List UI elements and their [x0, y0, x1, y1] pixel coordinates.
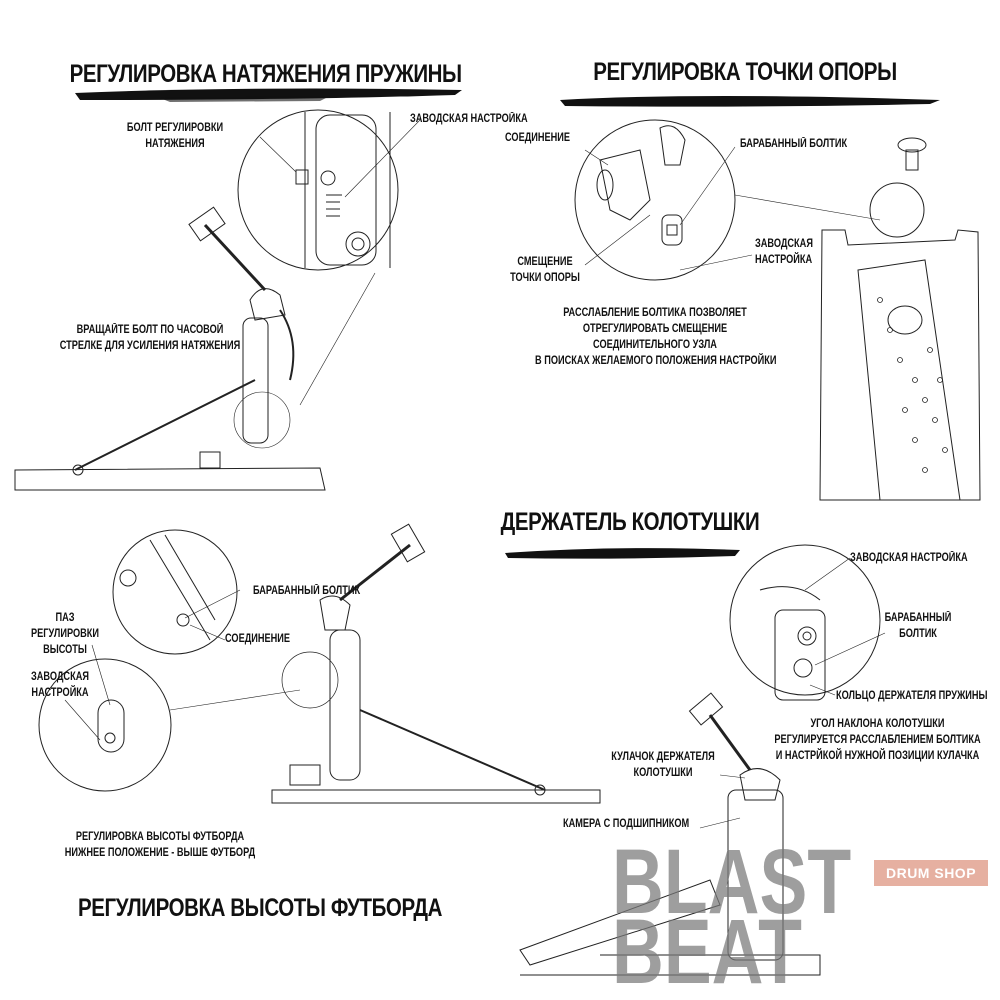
label-line: ПАЗ — [55, 612, 75, 624]
label-line: ТОЧКИ ОПОРЫ — [510, 272, 580, 284]
label-line: СОЕДИНИТЕЛЬНОГО УЗЛА — [593, 339, 717, 351]
label-line: РАССЛАБЛЕНИЕ БОЛТИКА ПОЗВОЛЯЕТ — [563, 307, 747, 319]
label-beater-cam: КУЛАЧОК ДЕРЖАТЕЛЯ КОЛОТУШКИ — [611, 749, 715, 781]
label-factory-setting: ЗАВОДСКАЯ НАСТРОЙКА — [410, 113, 528, 125]
label-factory-setting-4: ЗАВОДСКАЯ НАСТРОЙКА — [850, 552, 968, 564]
label-line: СТРЕЛКЕ ДЛЯ УСИЛЕНИЯ НАТЯЖЕНИЯ — [59, 340, 241, 352]
label-line: НАСТРОЙКА — [755, 254, 813, 266]
label-line: СМЕЩЕНИЕ — [517, 256, 573, 268]
label-line: В ПОИСКАХ ЖЕЛАЕМОГО ПОЛОЖЕНИЯ НАСТРОЙКИ — [535, 355, 777, 367]
label-line: РЕГУЛИРОВКА ВЫСОТЫ ФУТБОРДА — [75, 831, 245, 843]
label-line: ВРАЩАЙТЕ БОЛТ ПО ЧАСОВОЙ — [76, 324, 224, 336]
label-line: КУЛАЧОК ДЕРЖАТЕЛЯ — [611, 751, 715, 763]
label-line: РЕГУЛИРУЕТСЯ РАССЛАБЛЕНИЕМ БОЛТИКА — [774, 734, 981, 746]
beater-angle-note: УГОЛ НАКЛОНА КОЛОТУШКИ РЕГУЛИРУЕТСЯ РАСС… — [772, 716, 984, 764]
label-drum-key-bolt-3: БАРАБАННЫЙ БОЛТИК — [253, 585, 361, 597]
label-line: ВЫСОТЫ — [43, 644, 87, 656]
title-beater-holder: ДЕРЖАТЕЛЬ КОЛОТУШКИ — [500, 508, 760, 536]
label-factory-setting-3: ЗАВОДСКАЯ НАСТРОЙКА — [20, 669, 100, 701]
label-tension-bolt: БОЛТ РЕГУЛИРОВКИ НАТЯЖЕНИЯ — [123, 120, 227, 152]
label-pivot-offset: СМЕЩЕНИЕ ТОЧКИ ОПОРЫ — [505, 254, 585, 286]
drum-shop-badge: DRUM SHOP — [874, 860, 988, 886]
footboard-note: РЕГУЛИРОВКА ВЫСОТЫ ФУТБОРДА НИЖНЕЕ ПОЛОЖ… — [48, 829, 272, 861]
label-spring-ring: КОЛЬЦО ДЕРЖАТЕЛЯ ПРУЖИНЫ — [836, 690, 988, 702]
spring-tension-illustration — [14, 109, 421, 491]
label-drum-key-bolt-4: БАРАБАННЫЙ БОЛТИК — [878, 610, 958, 642]
label-line: УГОЛ НАКЛОНА КОЛОТУШКИ — [810, 718, 945, 730]
label-line: НАСТРОЙКА — [31, 687, 89, 699]
brush-stroke-2 — [560, 96, 940, 107]
label-line: НАТЯЖЕНИЯ — [145, 138, 205, 150]
label-drum-key-bolt: БАРАБАННЫЙ БОЛТИК — [740, 138, 848, 150]
label-line: КОЛОТУШКИ — [633, 767, 693, 779]
label-line: БОЛТИК — [899, 628, 937, 640]
label-factory-setting-2: ЗАВОДСКАЯ НАСТРОЙКА — [755, 236, 813, 268]
label-line: БОЛТ РЕГУЛИРОВКИ — [126, 122, 224, 134]
label-line: БАРАБАННЫЙ — [884, 612, 952, 624]
title-spring-tension: РЕГУЛИРОВКА НАТЯЖЕНИЯ ПРУЖИНЫ — [69, 60, 463, 88]
watermark-line-1: BLAST — [612, 831, 852, 933]
label-rotate-hint: ВРАЩАЙТЕ БОЛТ ПО ЧАСОВОЙ СТРЕЛКЕ ДЛЯ УСИ… — [46, 322, 254, 354]
label-line: И НАСТРЙКОЙ НУЖНОЙ ПОЗИЦИИ КУЛАЧКА — [775, 750, 980, 762]
brush-stroke-1 — [75, 88, 462, 102]
beater-holder-illustration — [519, 544, 886, 976]
watermark-line-2: BEAT — [612, 901, 803, 1000]
footboard-height-illustration — [38, 523, 601, 804]
label-joint: СОЕДИНЕНИЕ — [505, 132, 571, 144]
pivot-point-illustration — [574, 119, 981, 501]
label-line: ЗАВОДСКАЯ — [755, 238, 813, 250]
label-joint-3: СОЕДИНЕНИЕ — [225, 633, 291, 645]
label-line: ЗАВОДСКАЯ — [31, 671, 89, 683]
title-footboard-height: РЕГУЛИРОВКА ВЫСОТЫ ФУТБОРДА — [77, 894, 443, 922]
pivot-description: РАССЛАБЛЕНИЕ БОЛТИКА ПОЗВОЛЯЕТ ОТРЕГУЛИР… — [535, 305, 777, 369]
label-line: РЕГУЛИРОВКИ — [31, 628, 99, 640]
label-bearing-cam: КАМЕРА С ПОДШИПНИКОМ — [563, 818, 690, 830]
label-line: НИЖНЕЕ ПОЛОЖЕНИЕ - ВЫШЕ ФУТБОРД — [64, 847, 256, 859]
brush-stroke-3 — [505, 548, 740, 559]
label-height-slot: ПАЗ РЕГУЛИРОВКИ ВЫСОТЫ — [25, 610, 105, 658]
label-line: ОТРЕГУЛИРОВАТЬ СМЕЩЕНИЕ — [582, 323, 728, 335]
title-pivot-point: РЕГУЛИРОВКА ТОЧКИ ОПОРЫ — [593, 58, 897, 86]
